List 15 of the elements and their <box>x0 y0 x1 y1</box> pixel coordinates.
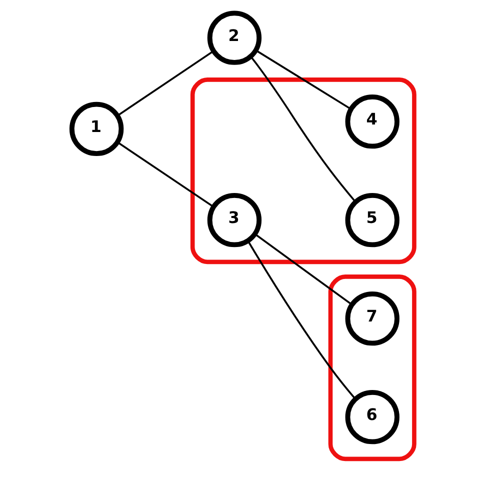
node-circle: 5 <box>344 192 399 248</box>
cluster <box>328 274 416 462</box>
connector <box>250 56 356 202</box>
connector <box>254 233 352 306</box>
node-circle: 7 <box>344 291 399 346</box>
node-circle: 4 <box>344 94 399 149</box>
node-circle: 1 <box>68 102 124 156</box>
cluster <box>190 78 416 264</box>
node-circle: 6 <box>344 390 399 444</box>
connector <box>116 50 214 116</box>
connector <box>255 50 351 110</box>
node-circle: 2 <box>206 10 262 65</box>
connector <box>246 240 356 400</box>
node-circle: 3 <box>206 192 262 248</box>
connector <box>116 142 214 208</box>
